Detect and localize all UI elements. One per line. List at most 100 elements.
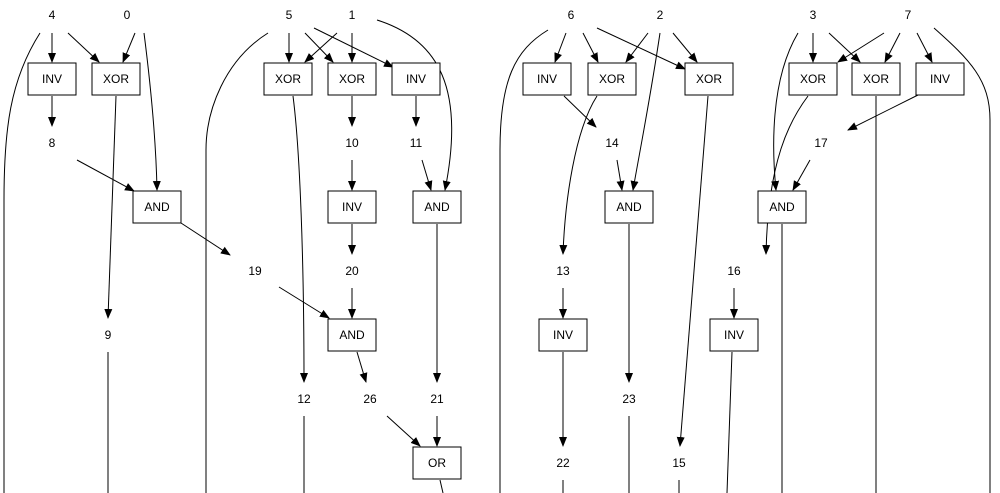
gate-xor: XOR [851, 62, 901, 96]
gate-box [412, 190, 462, 224]
gate-inv: INV [327, 190, 377, 224]
wire-node: 15 [672, 456, 686, 470]
gate-xor: XOR [91, 62, 141, 96]
input-node: 2 [657, 8, 664, 22]
edge-17-and [792, 159, 811, 191]
gate-label: XOR [599, 72, 625, 86]
edge-1-and [376, 19, 453, 191]
edge-xora-13 [559, 95, 598, 255]
input-node: 3 [810, 8, 817, 22]
edge-3-and [771, 32, 799, 191]
edge-3-xorb [828, 32, 861, 63]
edge-7-xora [837, 32, 885, 63]
wire-node: 26 [363, 392, 377, 406]
gate-label: INV [342, 200, 362, 214]
node-label: 8 [49, 136, 56, 150]
node-label: 15 [672, 456, 686, 470]
gate-label: XOR [800, 72, 826, 86]
edge-8-and [76, 159, 135, 192]
gate-box [327, 62, 377, 96]
gate-label: XOR [863, 72, 889, 86]
node-label: 23 [622, 392, 636, 406]
gate-label: XOR [696, 72, 722, 86]
edge-4-xor [67, 32, 100, 63]
gate-or: OR [412, 446, 462, 480]
edge-6-xorb [596, 27, 686, 70]
edge-5-inv [313, 27, 394, 68]
gate-xor: XOR [788, 62, 838, 96]
gate-and: AND [132, 190, 182, 224]
edge-2-and [630, 32, 661, 191]
gate-xor: XOR [587, 62, 637, 96]
edge-14-and [616, 159, 625, 191]
edge-11-and [421, 159, 433, 191]
input-node: 5 [286, 8, 293, 22]
gate-box [91, 62, 141, 96]
input-node: 4 [49, 8, 56, 22]
gate-box [788, 62, 838, 96]
node-label: 11 [410, 136, 423, 150]
edge-xora-12 [292, 95, 308, 383]
gate-box [757, 190, 807, 224]
node-label: 10 [345, 136, 359, 150]
edge-2-xora [625, 32, 649, 63]
gate-inv: INV [915, 62, 965, 96]
gate-label: INV [724, 328, 744, 342]
wire-node: 14 [605, 136, 619, 150]
edges [3, 19, 991, 493]
gate-label: AND [616, 200, 642, 214]
edge-19-and [278, 286, 330, 319]
gate-label: AND [339, 328, 365, 342]
node-label: 3 [810, 8, 817, 22]
gate-label: OR [428, 456, 446, 470]
gate-label: XOR [339, 72, 365, 86]
node-label: 20 [345, 264, 359, 278]
wire-node: 11 [410, 136, 423, 150]
edge-inv-out [726, 351, 733, 493]
node-label: 13 [556, 264, 570, 278]
gate-box [604, 190, 654, 224]
gate-inv: INV [27, 62, 77, 96]
edge-6-out [499, 29, 549, 493]
edge-7-xorb [884, 32, 901, 63]
edge-0-and [143, 32, 161, 191]
gate-box [851, 62, 901, 96]
gate-label: AND [144, 200, 170, 214]
node-label: 19 [248, 264, 262, 278]
node-label: 14 [605, 136, 619, 150]
input-node: 7 [905, 8, 912, 22]
wire-node: 8 [49, 136, 56, 150]
edge-or-out [439, 479, 444, 493]
gate-inv: INV [522, 62, 572, 96]
edge-and-26 [356, 351, 368, 383]
node-label: 21 [430, 392, 444, 406]
gate-box [327, 318, 377, 352]
edge-0-xor [122, 32, 136, 63]
gate-label: INV [553, 328, 573, 342]
gate-and: AND [412, 190, 462, 224]
edge-inv-17 [847, 94, 919, 131]
gate-box [538, 318, 588, 352]
node-label: 7 [905, 8, 912, 22]
node-label: 9 [105, 328, 112, 342]
edge-26-or [386, 415, 421, 447]
gate-and: AND [327, 318, 377, 352]
edge-1-xora [304, 32, 338, 63]
gate-box [412, 446, 462, 480]
wire-node: 20 [345, 264, 359, 278]
gate-xor: XOR [684, 62, 734, 96]
gate-and: AND [604, 190, 654, 224]
input-node: 1 [349, 8, 356, 22]
edge-4-out [3, 32, 41, 493]
node-label: 26 [363, 392, 377, 406]
gate-label: AND [424, 200, 450, 214]
gate-and: AND [757, 190, 807, 224]
gate-label: XOR [275, 72, 301, 86]
gate-box [915, 62, 965, 96]
gate-inv: INV [391, 62, 441, 96]
wire-node: 12 [297, 392, 311, 406]
edge-5-xorb [304, 32, 334, 63]
edge-7-inv [916, 32, 933, 63]
